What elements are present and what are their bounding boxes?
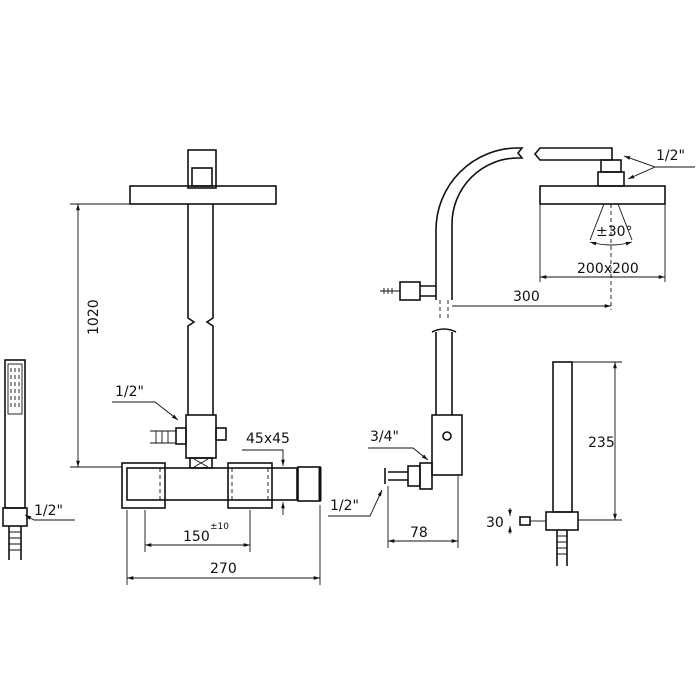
label-outlet-34: 3/4": [370, 429, 399, 445]
hand-shower-left: 1/2": [2, 359, 75, 560]
dim-300: 300: [513, 289, 540, 305]
dim-1020: 1020: [86, 299, 102, 335]
label-head-inlet: 1/2": [656, 148, 685, 164]
label-inlet-left: 1/2": [115, 384, 144, 400]
dim-235: 235: [588, 435, 615, 451]
hand-shower-right: 235 30: [486, 361, 622, 566]
label-inlet-12: 1/2": [330, 498, 359, 514]
dim-30: 30: [486, 515, 504, 531]
column-side-view: ±30° 1/2" 200x200 300 3/4" 1/2" 78: [328, 147, 695, 548]
dim-150-tolerance: ±10: [210, 522, 229, 532]
dim-270: 270: [210, 561, 237, 577]
dim-78: 78: [410, 525, 428, 541]
label-spray-angle: ±30°: [596, 224, 633, 240]
dim-200x200: 200x200: [577, 261, 639, 277]
dim-150: 150: [183, 529, 210, 545]
column-front-view: 1020 1/2" 45x45 150 ±10 270: [70, 149, 322, 585]
label-hand-inlet: 1/2": [34, 503, 63, 519]
dim-45x45: 45x45: [246, 431, 290, 447]
